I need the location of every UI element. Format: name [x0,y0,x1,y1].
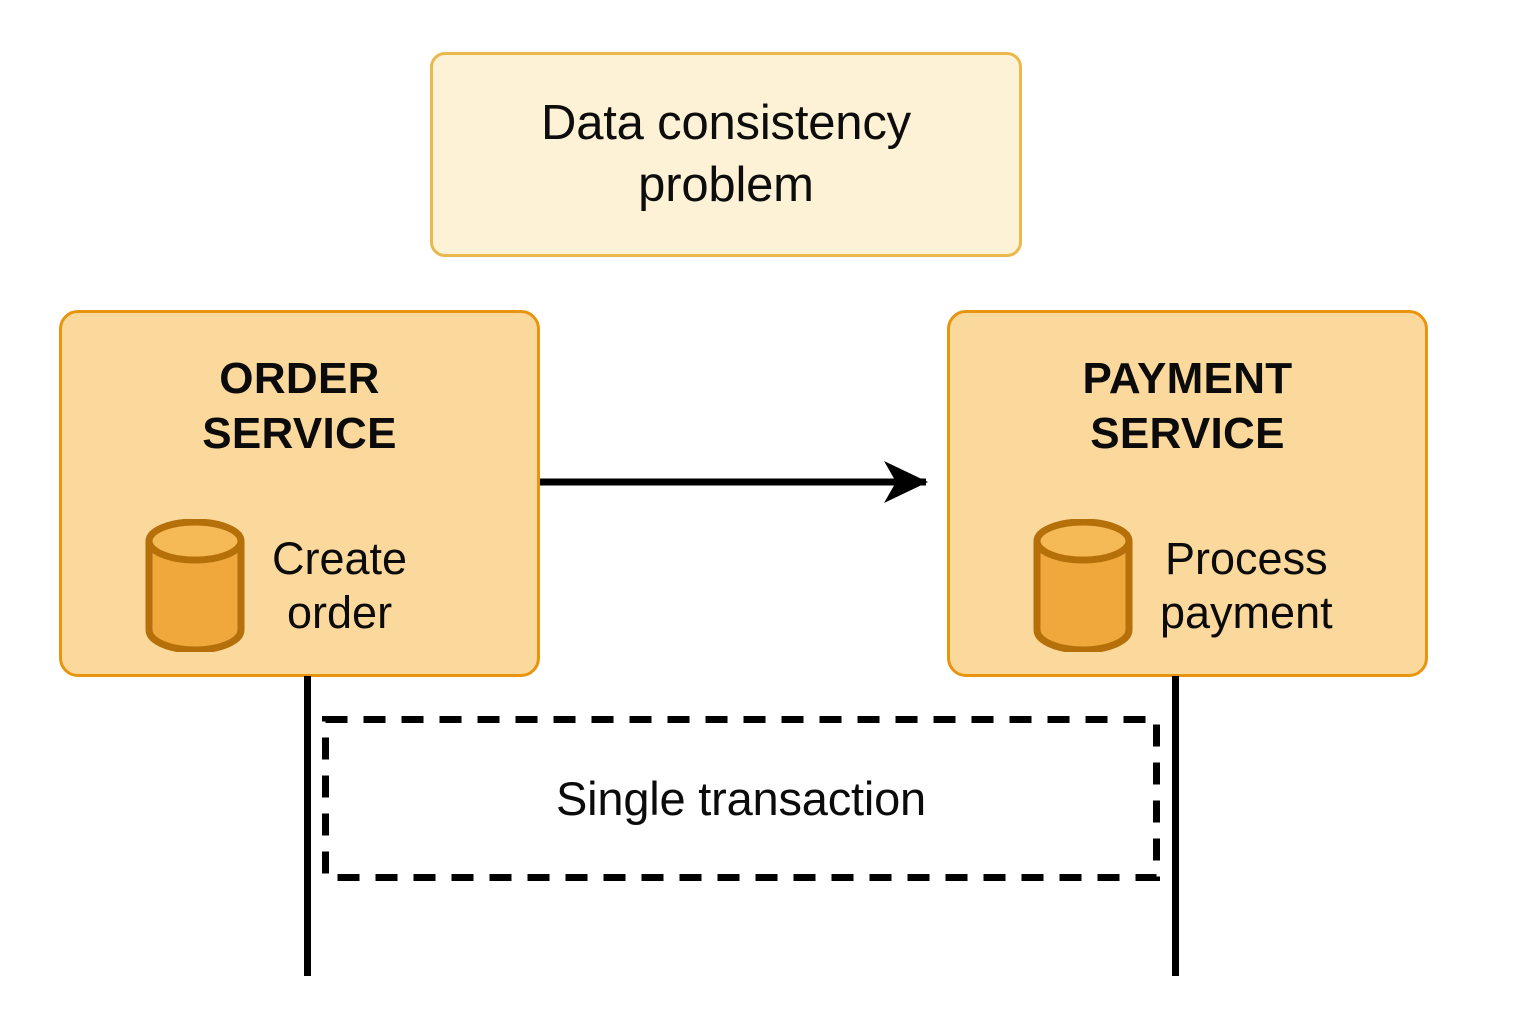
single-transaction-label-wrap: Single transaction [322,716,1160,881]
order-to-payment-arrow [540,461,928,503]
payment-service-body: Process payment [950,508,1425,663]
payment-lifeline [1172,676,1179,976]
single-transaction-label: Single transaction [555,772,926,825]
order-lifeline [304,676,311,976]
payment-service-box[interactable]: PAYMENT SERVICE Process payment [947,310,1428,677]
order-service-body: Create order [62,508,537,663]
callout-label: Data consistency problem [541,96,911,212]
database-cylinder-icon [1033,519,1133,652]
order-service-title: ORDER SERVICE [202,354,397,458]
payment-service-title: PAYMENT SERVICE [1082,354,1293,458]
order-service-box[interactable]: ORDER SERVICE Create order [59,310,540,677]
order-service-action-label: Create order [272,532,408,638]
payment-service-action-label: Process payment [1160,532,1333,638]
data-consistency-problem-callout: Data consistency problem [430,52,1022,257]
database-cylinder-icon [145,519,245,652]
